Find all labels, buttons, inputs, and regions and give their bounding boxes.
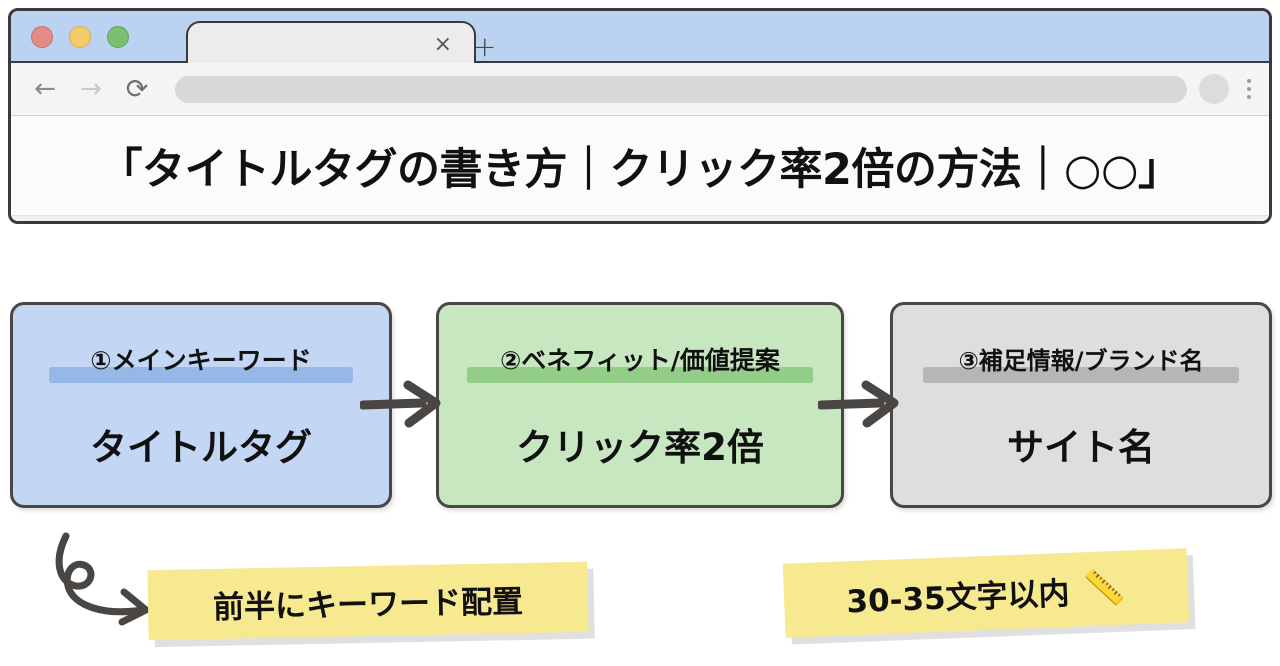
kebab-menu-icon[interactable]: [1229, 79, 1269, 99]
flow-card-value: サイト名: [1007, 426, 1155, 469]
flow-arrow-icon: [818, 380, 899, 428]
curved-arrow-icon: [55, 532, 150, 626]
browser-title-bar: × +: [11, 11, 1269, 67]
forward-arrow-icon[interactable]: →: [80, 74, 102, 104]
reload-icon[interactable]: ⟳: [125, 73, 149, 105]
close-tab-icon[interactable]: ×: [433, 32, 452, 57]
sticky-note-char-limit: 30-35文字以内 📏: [782, 548, 1190, 638]
browser-toolbar: ← → ⟳: [11, 63, 1269, 116]
window-traffic-lights: [31, 26, 129, 48]
flow-card-label: ③補足情報/ブランド名: [958, 347, 1204, 375]
flow-card-main-keyword: ①メインキーワード タイトルタグ: [10, 302, 392, 508]
address-bar[interactable]: [175, 75, 1187, 103]
ruler-icon: 📏: [1082, 567, 1127, 610]
flow-card-benefit: ②ベネフィット/価値提案 クリック率2倍: [436, 302, 844, 508]
highlight-underline: [49, 367, 353, 383]
kebab-dot-3: [1247, 95, 1251, 99]
flow-card-label: ①メインキーワード: [90, 346, 312, 375]
note-text: 30-35文字以内: [845, 575, 1071, 620]
flow-card-brand: ③補足情報/ブランド名 サイト名: [890, 302, 1272, 508]
note-text: 前半にキーワード配置: [212, 583, 524, 626]
close-window-dot[interactable]: [31, 26, 53, 48]
flow-card-value: クリック率2倍: [516, 426, 764, 469]
kebab-dot-2: [1247, 87, 1251, 91]
browser-viewport: 「タイトルタグの書き方｜クリック率2倍の方法｜○○」: [11, 116, 1269, 216]
flow-arrow-icon: [360, 380, 441, 428]
flow-card-value: タイトルタグ: [90, 426, 312, 469]
sticky-note-keyword-placement: 前半にキーワード配置: [147, 561, 589, 641]
highlight-underline: [923, 367, 1239, 383]
browser-tab[interactable]: ×: [186, 21, 476, 67]
maximize-window-dot[interactable]: [107, 26, 129, 48]
browser-window-mockup: × + ← → ⟳ 「タイトルタグの書き方｜クリック率2倍の方法｜○○」: [8, 8, 1272, 224]
browser-status-bar: [11, 216, 1269, 221]
highlight-underline: [467, 367, 813, 383]
page-title: 「タイトルタグの書き方｜クリック率2倍の方法｜○○」: [99, 144, 1181, 195]
minimize-window-dot[interactable]: [69, 26, 91, 48]
kebab-dot-1: [1247, 79, 1251, 83]
new-tab-icon[interactable]: +: [473, 30, 497, 63]
avatar[interactable]: [1199, 74, 1229, 104]
flow-card-label: ②ベネフィット/価値提案: [500, 346, 780, 375]
back-arrow-icon[interactable]: ←: [34, 74, 56, 104]
